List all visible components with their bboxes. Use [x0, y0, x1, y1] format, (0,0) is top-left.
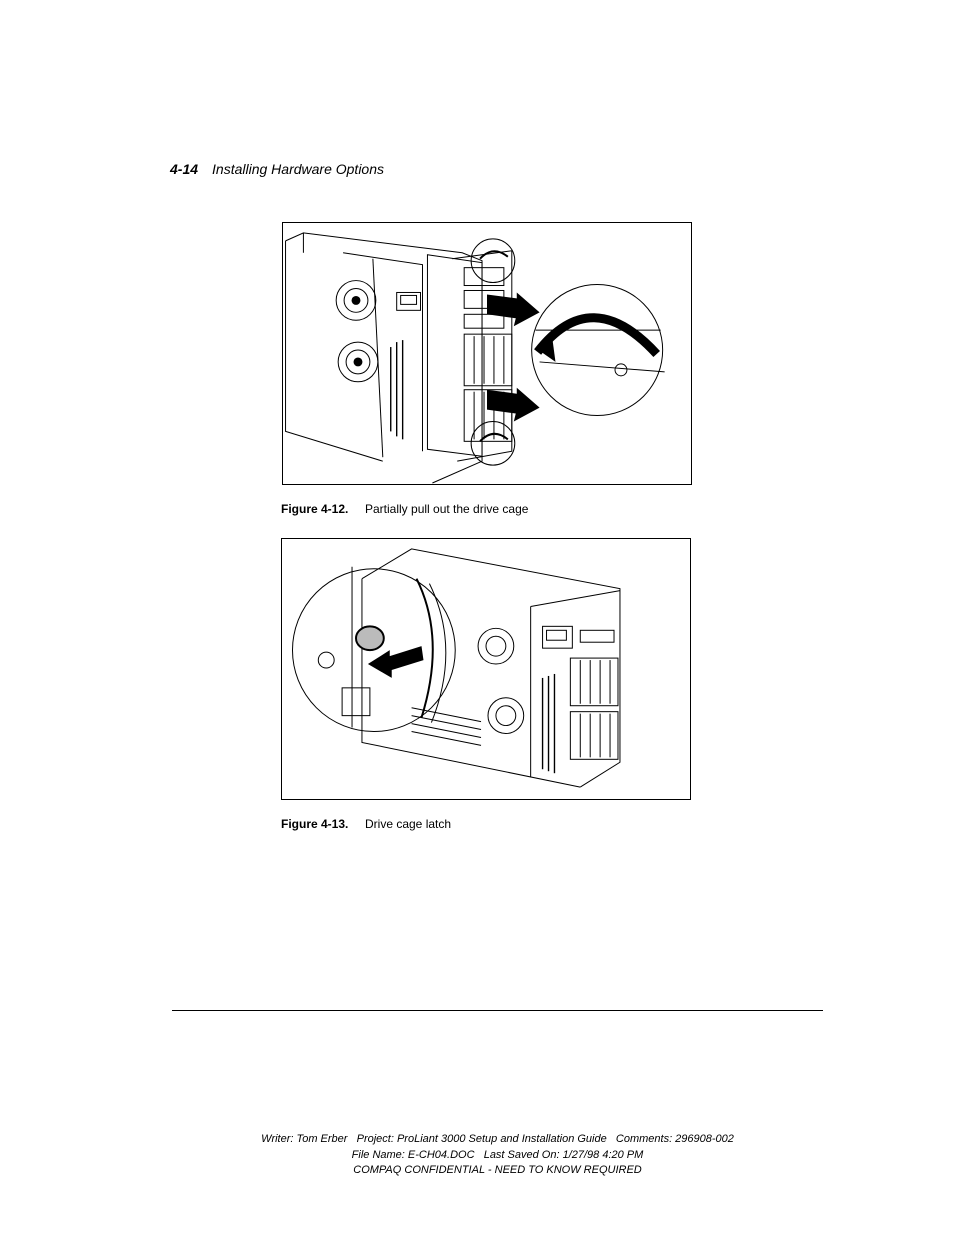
footer-line-writer: Writer: Tom Erber Project: ProLiant 3000…	[261, 1133, 734, 1145]
document-footer: Writer: Tom Erber Project: ProLiant 3000…	[172, 1132, 823, 1179]
footer-line-confidential: COMPAQ CONFIDENTIAL - NEED TO KNOW REQUI…	[353, 1164, 642, 1176]
figure-4-12-caption: Figure 4-12. Partially pull out the drive…	[281, 502, 528, 516]
figure-4-13-caption: Figure 4-13. Drive cage latch	[281, 817, 451, 831]
figure-caption-text: Drive cage latch	[365, 817, 452, 831]
figure-label: Figure 4-13.	[281, 817, 349, 831]
figure-caption-text: Partially pull out the drive cage	[365, 502, 529, 516]
server-drive-cage-latch-illustration	[291, 548, 621, 788]
figure-4-12-illustration	[282, 222, 692, 485]
page-header: 4-14 Installing Hardware Options	[170, 161, 384, 177]
figure-label: Figure 4-12.	[281, 502, 349, 516]
figure-4-13-illustration	[281, 538, 691, 800]
server-drive-cage-pull-illustration	[285, 232, 665, 484]
footer-line-file: File Name: E-CH04.DOC Last Saved On: 1/2…	[351, 1148, 644, 1161]
footer-divider	[172, 1010, 823, 1011]
chapter-title: Installing Hardware Options	[212, 161, 385, 177]
page-number: 4-14	[170, 161, 199, 177]
